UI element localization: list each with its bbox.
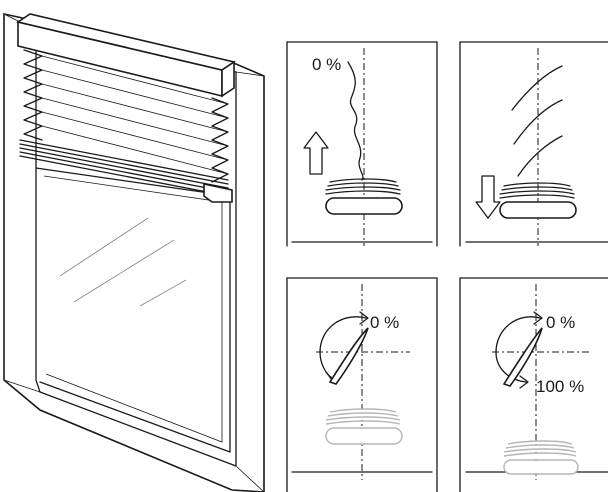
window-frame — [3, 13, 265, 492]
blind-pleats — [23, 49, 43, 141]
panel-top-right — [459, 41, 608, 247]
slat-lines — [511, 65, 563, 177]
bottom-right-label-bottom: 100 % — [536, 377, 584, 396]
panel-bottom-left: 0 % — [286, 277, 438, 492]
bottom-right-label-top: 0 % — [546, 313, 575, 332]
arrow-head — [533, 311, 543, 325]
window-illustration — [3, 13, 265, 492]
panel-top-left: 0 % — [286, 41, 438, 247]
top-left-label: 0 % — [312, 55, 341, 74]
up-arrow-icon — [303, 131, 329, 175]
fabric-curve — [347, 61, 364, 181]
tilted-slat — [502, 327, 543, 387]
tilted-slat — [328, 327, 369, 385]
panel-bottom-right: 0 % 100 % — [459, 277, 608, 492]
arrow-head — [359, 311, 369, 325]
blind-bottom-rail — [19, 139, 233, 203]
folded-stack — [499, 182, 577, 219]
bottom-left-label: 0 % — [370, 313, 399, 332]
ghost-stack — [503, 440, 579, 475]
folded-stack — [325, 178, 403, 215]
down-arrow-icon — [475, 175, 501, 219]
window-sash — [35, 167, 231, 453]
glass-reflection — [59, 217, 187, 307]
arrow-head — [519, 375, 529, 389]
ghost-stack — [325, 408, 403, 445]
